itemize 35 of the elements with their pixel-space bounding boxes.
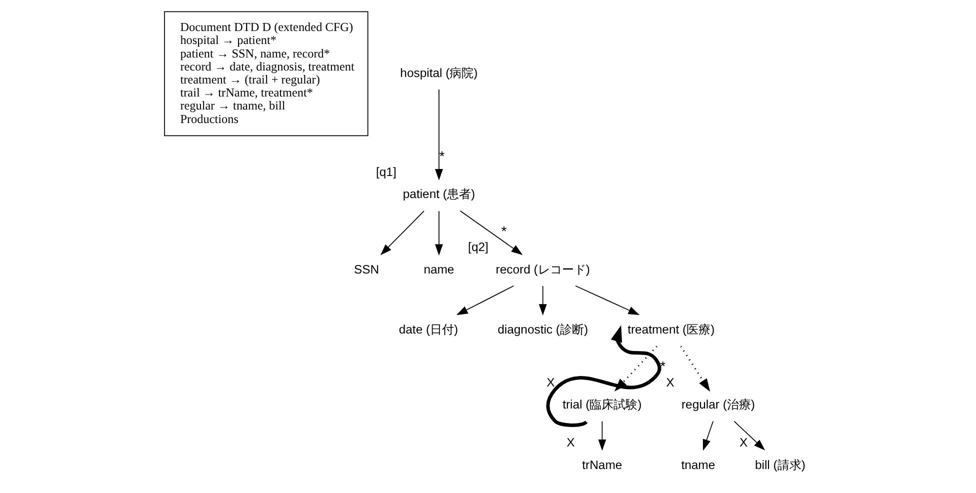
node-label: X xyxy=(738,436,748,450)
arrow xyxy=(434,89,442,180)
arrow xyxy=(702,420,714,451)
node-text: diagnostic (診断) xyxy=(497,322,588,337)
edge-label: * xyxy=(438,148,444,164)
node-box: Document DTD D (extended CFG) hospital → patient* patient → SSN, name, record* record → date, diagnosis, treatment treatment → (trail + regular) trail → trName, treatment* regular → tname, bill Productions xyxy=(164,11,368,136)
arrow xyxy=(733,420,765,450)
node-text: regular (治療) xyxy=(680,398,755,412)
arrow xyxy=(380,210,424,256)
node-text: SSN xyxy=(353,262,379,276)
arrow xyxy=(598,420,606,451)
node-text: trial (臨床試験) xyxy=(562,398,642,412)
node-label: X xyxy=(546,375,554,390)
node-label: [q1] xyxy=(375,164,396,179)
arrow xyxy=(574,285,640,316)
node-label: X xyxy=(566,436,574,450)
node-label: X xyxy=(666,375,674,390)
arrow xyxy=(680,346,710,392)
node-text: treatment (医療) xyxy=(627,322,714,337)
node-text: patient (患者) xyxy=(402,187,475,202)
arrow xyxy=(456,285,514,316)
node-text: tname xyxy=(680,458,715,472)
node-text: bill (請求) xyxy=(754,458,805,472)
node-text: record (レコード) xyxy=(495,262,590,276)
arrow xyxy=(459,210,522,255)
arrow xyxy=(546,325,661,427)
node-text: hospital (病院) xyxy=(400,66,478,80)
node-text: trName xyxy=(582,458,622,472)
node-text: name xyxy=(423,262,454,276)
edge-label: * xyxy=(660,358,666,374)
arrow xyxy=(538,286,546,316)
arrow xyxy=(434,210,442,256)
edge-label: * xyxy=(500,222,506,239)
node-text: date (日付) xyxy=(398,322,458,337)
node-label: [q2] xyxy=(468,240,488,254)
